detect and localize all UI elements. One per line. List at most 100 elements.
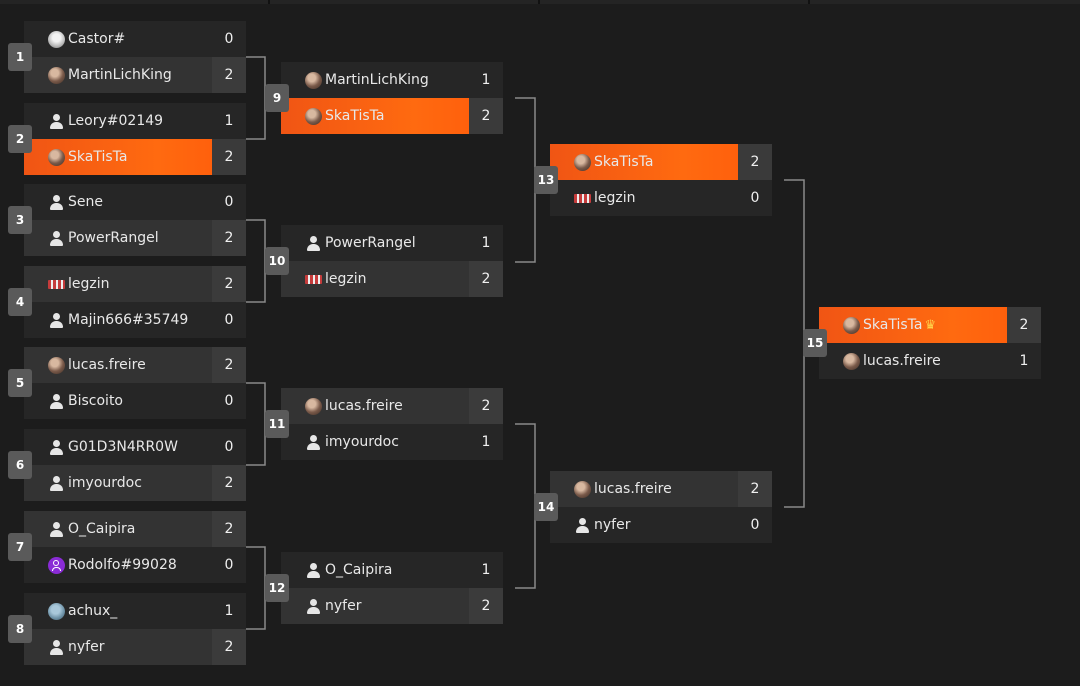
player: G01D3N4RR0W (48, 429, 206, 465)
player-name: SkaTisTa (325, 108, 385, 124)
player-score: 2 (212, 629, 246, 665)
player-name: achux_ (68, 603, 118, 619)
connector (784, 179, 805, 508)
player: nyfer (574, 507, 732, 543)
match-player-row[interactable]: legzin 0 (550, 180, 772, 216)
match-player-row[interactable]: imyourdoc 1 (281, 424, 503, 460)
flag-icon (574, 193, 591, 203)
avatar (305, 71, 322, 89)
player: O_Caipira (48, 511, 206, 547)
player-score: 0 (224, 439, 234, 455)
player-score: 1 (481, 235, 491, 251)
player-score: 0 (224, 31, 234, 47)
player: nyfer (48, 629, 206, 665)
player: Biscoito (48, 383, 206, 419)
player-score: 2 (738, 144, 772, 180)
player-name: legzin (594, 190, 636, 206)
match-number-badge: 15 (803, 329, 827, 357)
player-name: MartinLichKing (325, 72, 429, 88)
match-number-badge: 1 (8, 43, 32, 71)
player-score: 2 (212, 511, 246, 547)
player-score: 1 (481, 434, 491, 450)
match-number-badge: 7 (8, 533, 32, 561)
player-score: 2 (469, 261, 503, 297)
column-divider (808, 0, 810, 4)
player-name: lucas.freire (863, 353, 941, 369)
player: imyourdoc (48, 465, 206, 501)
player-name: imyourdoc (68, 475, 142, 491)
player-score: 2 (212, 139, 246, 175)
silhouette-icon (48, 439, 65, 456)
player-score: 0 (750, 190, 760, 206)
player-name: SkaTisTa (594, 154, 654, 170)
silhouette-icon (48, 312, 65, 329)
player-name: Majin666#35749 (68, 312, 189, 328)
match-player-row[interactable]: SkaTisTa 2 (281, 98, 503, 134)
player-score: 0 (224, 557, 234, 573)
player-score: 2 (469, 98, 503, 134)
player-score: 2 (1007, 307, 1041, 343)
player: legzin (48, 266, 206, 302)
player-name: Rodolfo#99028 (68, 557, 177, 573)
player: imyourdoc (305, 424, 463, 460)
player: Castor# (48, 21, 206, 57)
match-player-row[interactable]: Castor# 0 (24, 21, 246, 57)
silhouette-icon (48, 639, 65, 656)
match-player-row[interactable]: achux_ 1 (24, 593, 246, 629)
match-player-row[interactable]: G01D3N4RR0W 0 (24, 429, 246, 465)
player-score: 2 (212, 57, 246, 93)
player-name: G01D3N4RR0W (68, 439, 178, 455)
player: PowerRangel (48, 220, 206, 256)
player-name: lucas.freire (325, 398, 403, 414)
player-score: 1 (224, 603, 234, 619)
connector (246, 546, 266, 630)
player: Rodolfo#99028 (48, 547, 206, 583)
player-name: Leory#02149 (68, 113, 164, 129)
silhouette-icon (574, 517, 591, 534)
player: nyfer (305, 588, 463, 624)
match-player-row[interactable]: SkaTisTa 2 (550, 144, 772, 180)
match-number-badge: 11 (265, 410, 289, 438)
match-player-row[interactable]: SkaTisTa♛2 (819, 307, 1041, 343)
match[interactable]: SkaTisTa 2 legzin 0 (550, 144, 772, 216)
column-divider (268, 0, 270, 4)
match-player-row[interactable]: Rodolfo#99028 0 (24, 547, 246, 583)
player: SkaTisTa♛ (843, 307, 1001, 343)
player-name: imyourdoc (325, 434, 399, 450)
